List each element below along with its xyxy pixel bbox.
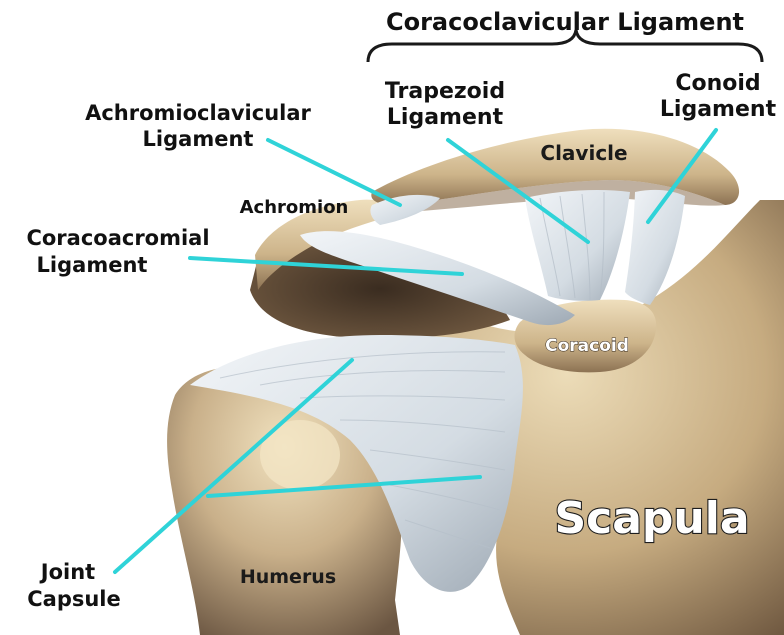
label-humerus: Humerus	[240, 566, 336, 588]
label-clavicle: Clavicle	[540, 141, 627, 165]
label-acromioclavicular-line1: Achromioclavicular	[85, 101, 311, 125]
label-coracoid: Coracoid	[545, 336, 629, 356]
label-acromioclavicular-line2: Ligament	[143, 127, 254, 151]
label-coracoacromial-line1: Coracoacromial	[26, 226, 209, 250]
leader-acromioclavicular	[268, 140, 400, 205]
label-acromion: Achromion	[240, 197, 349, 218]
label-scapula: Scapula	[554, 493, 749, 544]
label-joint-capsule-line1: Joint	[39, 560, 95, 584]
label-joint-capsule-line2: Capsule	[27, 587, 121, 611]
label-trapezoid-line2: Ligament	[387, 105, 504, 130]
label-conoid-line2: Ligament	[660, 97, 777, 122]
label-coracoacromial-line2: Ligament	[37, 253, 148, 277]
label-trapezoid-line1: Trapezoid	[385, 79, 505, 104]
label-conoid-line1: Conoid	[675, 71, 760, 96]
label-coracoclavicular: Coracoclavicular Ligament	[386, 8, 744, 36]
